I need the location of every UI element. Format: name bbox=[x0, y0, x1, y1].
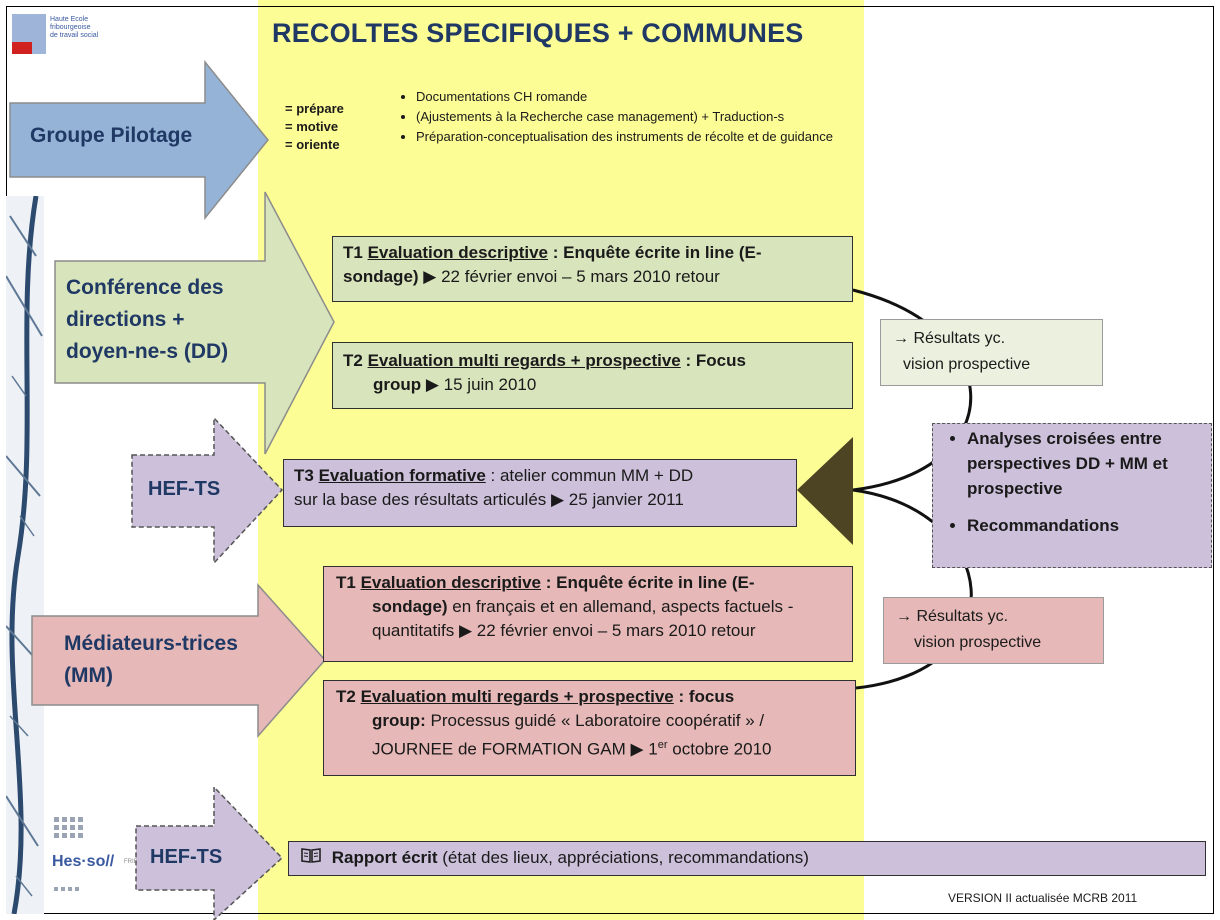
box-line: octobre 2010 bbox=[667, 739, 772, 759]
mm-arrow bbox=[31, 583, 327, 738]
results-line: → Résultats yc. bbox=[896, 608, 1009, 625]
box-line: quantitatifs ▶ 22 février envoi – 5 mars… bbox=[372, 621, 756, 640]
slide-title: RECOLTES SPECIFIQUES + COMMUNES bbox=[272, 18, 804, 48]
verb-motive: = motive bbox=[285, 119, 339, 134]
label-mediateurs: Médiateurs-trices (MM) bbox=[64, 628, 238, 692]
box-head: Evaluation multi regards + prospective bbox=[367, 351, 681, 370]
box-pre: T2 bbox=[343, 351, 368, 370]
results-line: → Résultats yc. bbox=[893, 330, 1006, 347]
box-rest: ▶ 22 février envoi – 5 mars 2010 retour bbox=[418, 267, 720, 286]
box-sup: er bbox=[657, 739, 668, 751]
box-rest: (E- bbox=[734, 243, 762, 262]
box-rest-bold: sondage) bbox=[343, 267, 419, 286]
analyses-box: Analyses croisées entre perspectives DD … bbox=[932, 423, 1212, 568]
results-line: vision prospective bbox=[914, 634, 1042, 651]
hes-so-text: Hes·so// bbox=[52, 853, 115, 870]
box-pre: T2 bbox=[336, 687, 361, 706]
analyses-item: Recommandations bbox=[967, 513, 1211, 538]
dot-row-icon bbox=[54, 887, 79, 891]
box-mm-t1: T1 Evaluation descriptive : Enquête écri… bbox=[323, 566, 853, 662]
hef-ts-logo: Haute Ecole fribourgeoise de travail soc… bbox=[12, 14, 122, 60]
box-mid: : atelier commun MM + DD bbox=[485, 466, 694, 485]
pilotage-arrow bbox=[9, 59, 269, 221]
box-dd-t1: T1 Evaluation descriptive : Enquête écri… bbox=[332, 236, 853, 302]
dd-arrow bbox=[54, 191, 335, 455]
box-rest: (E- bbox=[727, 573, 755, 592]
box-pre: T1 bbox=[343, 243, 368, 262]
box-pre: T1 bbox=[336, 573, 361, 592]
book-icon bbox=[301, 846, 327, 870]
box-head: Evaluation multi regards + prospective bbox=[360, 687, 674, 706]
box-pre: T3 bbox=[294, 466, 319, 485]
box-rest-bold: group bbox=[373, 375, 422, 394]
label-hef-ts-1: HEF-TS bbox=[148, 478, 221, 500]
footer-version: VERSION II actualisée MCRB 2011 bbox=[948, 891, 1138, 905]
box-mid: : focus bbox=[673, 687, 735, 706]
label-line: directions + bbox=[66, 308, 185, 331]
bullet-item: Préparation-conceptualisation des instru… bbox=[416, 128, 838, 146]
logo-line: fribourgeoise bbox=[50, 24, 91, 31]
hef-arrow-2 bbox=[135, 785, 284, 920]
label-line: doyen-ne-s (DD) bbox=[66, 340, 229, 363]
logo-line: de travail social bbox=[50, 32, 99, 39]
verbs-list: = prépare = motive = oriente bbox=[285, 100, 344, 154]
label-line: Conférence des bbox=[66, 276, 224, 299]
box-line: sur la base des résultats articulés ▶ 25… bbox=[294, 490, 684, 509]
box-mid: : Enquête écrite in line bbox=[548, 243, 735, 262]
hef-arrow-1 bbox=[131, 416, 284, 565]
verb-prepare: = prépare bbox=[285, 101, 344, 116]
box-rest: ▶ 15 juin 2010 bbox=[421, 375, 537, 394]
box-line: JOURNEE de FORMATION GAM ▶ 1 bbox=[372, 739, 658, 759]
convergence-triangle bbox=[797, 437, 853, 545]
box-mid: : Focus bbox=[680, 351, 746, 370]
bullet-item: Documentations CH romande bbox=[416, 88, 838, 106]
verb-oriente: = oriente bbox=[285, 137, 340, 152]
rapport-title: Rapport écrit bbox=[331, 848, 438, 867]
box-rapport: Rapport écrit (état des lieux, appréciat… bbox=[288, 841, 1206, 876]
box-head: Evaluation descriptive bbox=[360, 573, 542, 592]
box-rest-bold: group: bbox=[372, 711, 426, 730]
box-dd-t2: T2 Evaluation multi regards + prospectiv… bbox=[332, 342, 853, 409]
box-mm-t2: T2 Evaluation multi regards + prospectiv… bbox=[323, 680, 856, 776]
dot-grid-icon bbox=[54, 817, 83, 838]
leaf-texture-strip bbox=[6, 196, 44, 914]
box-t3: T3 Evaluation formative : atelier commun… bbox=[283, 459, 797, 527]
box-mid: : Enquête écrite in line bbox=[541, 573, 728, 592]
connector-curve-bottom bbox=[852, 488, 973, 690]
label-hef-ts-2: HEF-TS bbox=[150, 846, 223, 868]
bullet-item: (Ajustements à la Recherche case managem… bbox=[416, 108, 838, 126]
box-rest-bold: sondage) bbox=[372, 597, 448, 616]
analyses-item: Analyses croisées entre perspectives DD … bbox=[967, 426, 1211, 501]
logo-line: Haute Ecole bbox=[50, 16, 89, 23]
label-line: Médiateurs-trices bbox=[64, 632, 238, 655]
results-box-bottom: → Résultats yc. vision prospective bbox=[883, 597, 1104, 664]
label-groupe-pilotage: Groupe Pilotage bbox=[30, 124, 193, 147]
box-rest: en français et en allemand, aspects fact… bbox=[447, 597, 794, 616]
box-head: Evaluation descriptive bbox=[367, 243, 549, 262]
label-line: (MM) bbox=[64, 664, 113, 687]
results-line: vision prospective bbox=[903, 356, 1031, 373]
results-box-top: → Résultats yc. vision prospective bbox=[880, 319, 1103, 386]
pilotage-bullets: Documentations CH romande (Ajustements à… bbox=[398, 88, 838, 148]
label-conference-dd: Conférence des directions + doyen-ne-s (… bbox=[66, 272, 228, 368]
logo-mark bbox=[12, 14, 46, 54]
connector-curve-top bbox=[852, 288, 973, 492]
rapport-rest: (état des lieux, appréciations, recomman… bbox=[437, 848, 809, 867]
box-head: Evaluation formative bbox=[318, 466, 486, 485]
box-rest: Processus guidé « Laboratoire coopératif… bbox=[425, 711, 765, 730]
